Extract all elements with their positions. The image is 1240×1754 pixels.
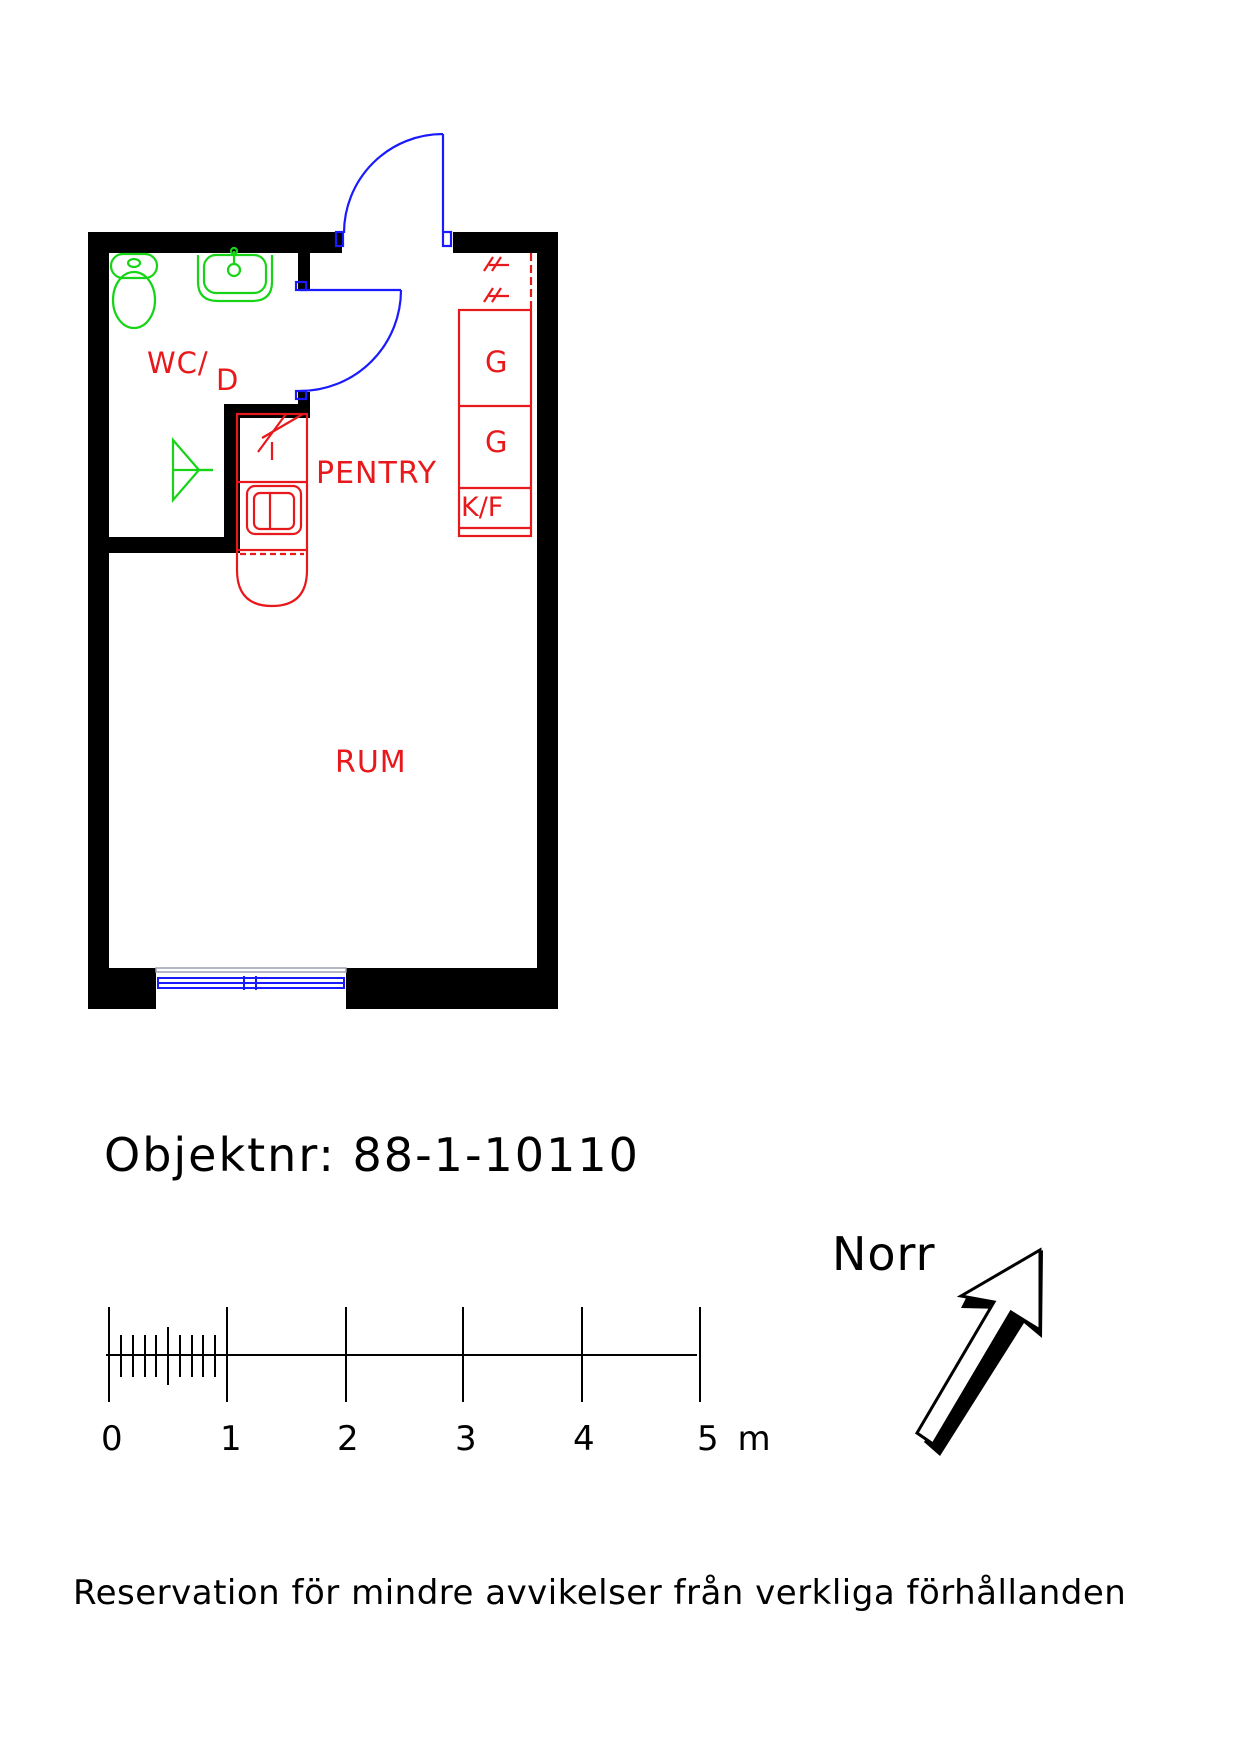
wall-top-right: [453, 232, 558, 253]
sink-icon: [196, 246, 274, 303]
scale-label-4: 4: [573, 1419, 595, 1459]
room-label-rum: RUM: [335, 745, 407, 780]
pentry-counter: [235, 412, 309, 608]
room-label-wc: WC/: [147, 346, 209, 380]
object-number: Objektnr: 88-1-10110: [104, 1128, 640, 1182]
scale-label-2: 2: [337, 1419, 359, 1459]
wall-right: [537, 232, 558, 1009]
bath-fixtures: [109, 246, 274, 503]
wall-wc-upper-stub: [298, 253, 310, 291]
doors: [294, 132, 453, 401]
wall-entrance-left-jamb: [335, 232, 342, 253]
scale-label-3: 3: [455, 1419, 477, 1459]
walls: [88, 232, 558, 1009]
entrance-door: [334, 132, 453, 248]
room-label-pentry: PENTRY: [316, 456, 437, 491]
kitchen-cabinets: [457, 253, 533, 538]
kitchen: [235, 253, 533, 608]
disclaimer-text: Reservation för mindre avvikelser från v…: [73, 1573, 1126, 1613]
cabinet-label-g-lower: G: [485, 425, 507, 459]
room-label-wc-sub: D: [216, 363, 238, 397]
wall-bottom-right: [346, 968, 558, 1009]
cabinet-label-g-upper: G: [485, 345, 507, 379]
scale-label-5: 5 m: [697, 1419, 775, 1459]
scale-label-1: 1: [220, 1419, 242, 1459]
north-arrow-icon: [914, 1247, 1043, 1456]
window: [155, 967, 347, 990]
north-label: Norr: [832, 1227, 936, 1281]
scale-label-0: 0: [101, 1419, 123, 1459]
wall-left: [88, 232, 109, 1009]
wall-bottom-left: [88, 968, 156, 1009]
wc-door: [294, 280, 403, 401]
wall-top-left: [88, 232, 340, 253]
cabinet-label-fridge: K/F: [461, 492, 503, 523]
scale-bar-labels: 0 1 2 3 4 5 m: [101, 1419, 775, 1459]
wall-wc-bottom: [109, 537, 235, 553]
shower-icon: [171, 437, 213, 503]
scale-bar: [106, 1307, 701, 1402]
toilet-icon: [109, 252, 159, 330]
